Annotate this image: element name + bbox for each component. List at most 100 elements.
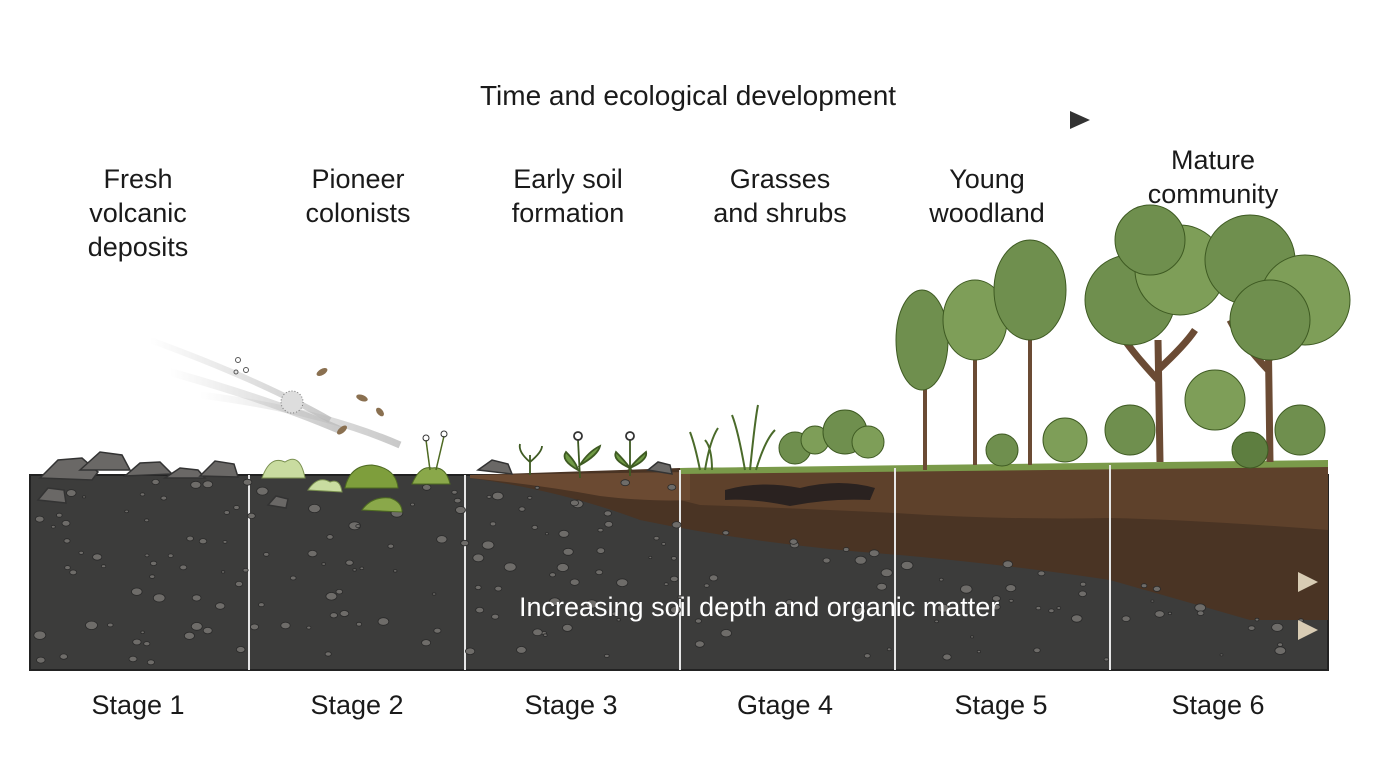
- pebble: [451, 489, 458, 495]
- pebble: [558, 529, 570, 538]
- pebble: [455, 506, 466, 514]
- pebble: [235, 646, 246, 653]
- pebble: [900, 560, 914, 570]
- pebble: [326, 534, 334, 540]
- pebble: [942, 653, 952, 661]
- pebble: [1005, 584, 1017, 592]
- pebble: [167, 553, 174, 558]
- pebble: [868, 549, 880, 557]
- pebble: [703, 583, 710, 588]
- pebble: [854, 555, 867, 565]
- pebble: [648, 556, 653, 560]
- pebble: [960, 584, 973, 594]
- stage-label-6: Stage 6: [1171, 690, 1265, 720]
- pebble: [329, 612, 338, 619]
- pebble: [160, 495, 168, 501]
- pebble: [843, 547, 850, 552]
- pebble: [677, 595, 683, 599]
- soil-arrow-label: Increasing soil depth and organic matter: [519, 592, 1000, 622]
- pebble: [436, 535, 448, 544]
- pebble: [359, 566, 365, 570]
- pebble: [1194, 603, 1206, 612]
- pebble: [215, 602, 226, 610]
- pebble: [670, 606, 681, 614]
- pebble: [247, 512, 256, 520]
- pebble: [64, 565, 71, 570]
- pebble: [694, 618, 702, 624]
- pebble: [491, 613, 500, 620]
- pebble: [35, 515, 45, 523]
- pebble: [991, 603, 1001, 611]
- pebble: [421, 639, 432, 647]
- pebble: [671, 556, 677, 561]
- pebble: [186, 535, 194, 542]
- pebble: [242, 568, 249, 573]
- pebble: [146, 659, 155, 666]
- pebble: [355, 621, 362, 627]
- pebble: [1254, 617, 1260, 622]
- pebble: [970, 635, 975, 639]
- pebble: [1196, 610, 1205, 616]
- pebble: [85, 620, 98, 630]
- pebble: [1152, 586, 1161, 592]
- pebble: [475, 606, 485, 614]
- pebble: [570, 499, 580, 507]
- pebble: [534, 485, 540, 490]
- pebble: [620, 479, 630, 487]
- pebble: [527, 495, 533, 500]
- pebble: [1103, 657, 1110, 662]
- pebble: [433, 627, 442, 634]
- pebble: [531, 525, 539, 530]
- pioneer-colonists: [148, 337, 451, 513]
- pebble: [410, 502, 415, 507]
- pebble: [486, 494, 492, 499]
- pebble: [1033, 647, 1041, 653]
- pebble: [1167, 611, 1173, 616]
- pebble: [242, 478, 253, 486]
- pebble: [549, 572, 556, 578]
- soil-depth-arrows: [490, 572, 1318, 640]
- pebble: [82, 495, 87, 499]
- pebble: [671, 521, 682, 529]
- pebble: [33, 630, 47, 640]
- pebble: [377, 617, 390, 626]
- pebble: [542, 633, 548, 637]
- pebble: [258, 602, 265, 608]
- pebble: [1002, 560, 1014, 568]
- pebble: [936, 603, 950, 613]
- pebble: [979, 605, 985, 610]
- pebble: [144, 553, 150, 558]
- pebble: [151, 478, 160, 485]
- pebble: [785, 599, 794, 606]
- pebble: [249, 623, 259, 631]
- pebble: [256, 486, 269, 496]
- pebble: [128, 655, 138, 663]
- pebble: [56, 512, 63, 518]
- pebble: [886, 647, 892, 652]
- pebble: [132, 638, 142, 646]
- pebble: [1274, 646, 1287, 655]
- pebble: [263, 552, 270, 557]
- pebble: [289, 575, 297, 581]
- pebble: [36, 656, 46, 664]
- stage-label-2: Stage 2: [310, 690, 404, 720]
- pebble: [339, 610, 350, 617]
- pebble: [1035, 605, 1042, 611]
- pebble: [545, 532, 549, 536]
- pebble: [308, 503, 321, 513]
- pebble: [1078, 590, 1087, 597]
- pebble: [321, 562, 327, 566]
- volcanic-rocks: [36, 451, 673, 509]
- pebble: [335, 589, 343, 595]
- pebble: [234, 581, 244, 588]
- pebble: [1140, 583, 1148, 589]
- pebble: [474, 585, 482, 591]
- pebble: [518, 506, 526, 512]
- pebble: [107, 622, 114, 628]
- pebble: [722, 530, 730, 536]
- pebble: [494, 585, 503, 592]
